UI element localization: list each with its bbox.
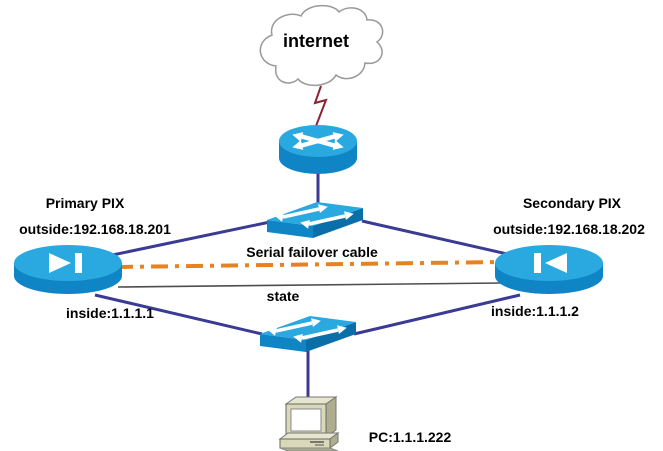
pix-firewall-icon — [495, 245, 603, 294]
top-switch-to-primary-link — [97, 220, 271, 260]
serial-failover-link — [115, 260, 503, 269]
router-node — [278, 124, 358, 181]
internet-label: internet — [282, 31, 349, 51]
switch-icon — [267, 202, 363, 238]
bottom-switch-node — [258, 312, 358, 363]
top-switch-to-secondary-link — [361, 219, 526, 260]
secondary-pix-inside-label: inside:1.1.1.2 — [491, 303, 579, 319]
pc-node — [274, 392, 352, 451]
secondary-pix-node — [494, 243, 604, 304]
pc-icon — [278, 396, 340, 451]
secondary-to-bottom-switch-link — [353, 293, 521, 336]
switch-icon — [260, 316, 356, 352]
router-icon — [279, 125, 357, 174]
internet-cloud-node — [246, 4, 386, 101]
secondary-pix-outside-label: outside:192.168.18.202 — [493, 221, 645, 237]
state-label: state — [266, 288, 300, 304]
state-link — [117, 282, 503, 288]
secondary-pix-name-label: Secondary PIX — [522, 195, 622, 211]
pc-label: PC:1.1.1.222 — [368, 429, 452, 445]
cloud-icon — [259, 4, 384, 87]
primary-pix-node — [13, 243, 123, 304]
pix-firewall-icon — [14, 245, 122, 294]
primary-pix-inside-label: inside:1.1.1.1 — [66, 305, 154, 321]
top-switch-node — [265, 198, 365, 249]
primary-to-bottom-switch-link — [94, 293, 263, 336]
serial-failover-label: Serial failover cable — [246, 244, 378, 260]
wan-zigzag-link — [313, 85, 328, 127]
primary-pix-outside-label: outside:192.168.18.201 — [19, 221, 171, 237]
primary-pix-name-label: Primary PIX — [45, 195, 125, 211]
